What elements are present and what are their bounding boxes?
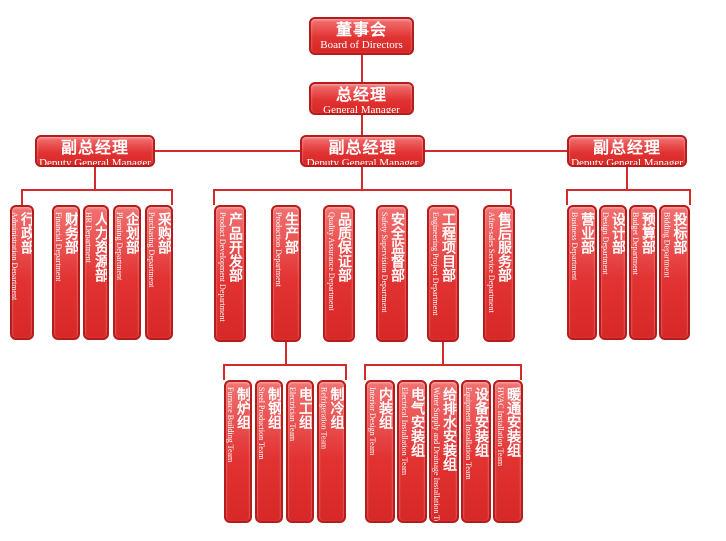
board-subtitle: Board of Directors: [320, 39, 403, 51]
dept-name-en: Budget Department: [631, 212, 640, 275]
team-name-en: Electrical Installation Team: [400, 387, 409, 476]
dept-quality-assurance: 品质保证部 Quality Assurance Department: [323, 205, 355, 342]
deputy-subtitle: Deputy General Manager: [571, 157, 683, 167]
team-name-en: Steel Production Team: [257, 387, 266, 460]
dept-name: 售后服务部: [496, 212, 512, 282]
dept-name: 行政部: [19, 212, 34, 254]
team-water-drainage-installation: 给排水安装组 Water Supply and Drainage Install…: [429, 380, 459, 523]
team-name: 制钢组: [266, 387, 282, 429]
dept-name-en: Administration Department: [10, 212, 19, 301]
dept-name: 采购部: [156, 212, 172, 254]
dept-administration: 行政部 Administration Department: [10, 205, 34, 340]
dept-product-development: 产品开发部 Product Development Department: [214, 205, 246, 342]
team-refrigeration: 制冷组 Refrigeration Team: [317, 380, 346, 523]
dept-name-en: Design Department: [601, 212, 610, 275]
team-electrician: 电工组 Electrician Team: [286, 380, 314, 523]
team-name: 内装组: [377, 387, 393, 429]
dept-name-en: Financial Department: [54, 212, 63, 282]
connector: [566, 189, 691, 205]
deputy-subtitle: Deputy General Manager: [306, 157, 419, 167]
team-hvac-installation: 暖通安装组 HVAC Installation Team: [493, 380, 523, 523]
dept-name: 人力资源部: [93, 212, 109, 282]
dept-design: 设计部 Design Department: [599, 205, 627, 340]
team-name: 电气安装组: [409, 387, 425, 457]
dept-planning: 企划部 Planning Department: [113, 205, 141, 340]
team-name-en: Refrigeration Team: [319, 387, 329, 450]
team-name: 制炉组: [235, 387, 251, 429]
dept-name-en: Bidding Department: [662, 212, 672, 278]
dept-name: 设计部: [610, 212, 626, 254]
team-interior-design: 内装组 Interior Design Team: [365, 380, 395, 523]
dept-name: 投标部: [671, 212, 688, 254]
team-name: 电工组: [297, 387, 313, 429]
gm-subtitle: General Manager: [323, 104, 400, 115]
deputy-gm-center-box: 副总经理 Deputy General Manager: [300, 135, 425, 167]
dept-name-en: Product Development Department: [218, 212, 227, 322]
team-name-en: Water Supply and Drainage Installation T…: [432, 387, 441, 523]
dept-hr: 人力资源部 HR Department: [83, 205, 109, 340]
board-of-directors-box: 董事会 Board of Directors: [309, 17, 414, 55]
team-name: 给排水安装组: [441, 387, 457, 471]
dept-engineering-project: 工程项目部 Engineering Project Department: [427, 205, 459, 342]
deputy-title: 副总经理: [592, 138, 661, 157]
dept-name-en: Planning Department: [115, 212, 124, 281]
deputy-title: 副总经理: [60, 138, 129, 157]
team-furnace-building: 制炉组 Furnace Building Team: [224, 380, 252, 523]
team-name-en: Interior Design Team: [368, 387, 377, 456]
deputy-gm-right-box: 副总经理 Deputy General Manager: [567, 135, 687, 167]
team-equipment-installation: 设备安装组 Equipment Installation Team: [461, 380, 491, 523]
connector: [223, 364, 347, 380]
dept-name-en: Engineering Project Department: [431, 212, 440, 316]
team-name-en: Equipment Installation Team: [464, 387, 473, 480]
connector: [21, 189, 173, 205]
dept-budget: 预算部 Budget Department: [629, 205, 657, 340]
connector: [213, 189, 512, 205]
dept-name-en: Production Department: [274, 212, 283, 287]
dept-name: 产品开发部: [227, 212, 243, 282]
deputy-gm-left-box: 副总经理 Deputy General Manager: [35, 135, 155, 167]
deputy-title: 副总经理: [328, 138, 397, 157]
gm-title: 总经理: [335, 85, 387, 104]
team-name: 设备安装组: [473, 387, 489, 457]
dept-name-en: Safety Supervision Department: [380, 212, 389, 313]
dept-name: 预算部: [640, 212, 656, 254]
dept-name-en: HR Department: [84, 212, 93, 263]
team-steel-production: 制钢组 Steel Production Team: [255, 380, 283, 523]
dept-production: 生产部 Production Department: [271, 205, 301, 342]
dept-name: 品质保证部: [336, 212, 352, 282]
dept-name: 营业部: [579, 212, 595, 254]
dept-name-en: After-sales Service Department: [487, 212, 496, 313]
dept-name: 生产部: [283, 212, 299, 254]
connector: [364, 364, 522, 380]
dept-bidding: 投标部 Bidding Department: [659, 205, 690, 340]
dept-name: 安全监督部: [389, 212, 405, 282]
dept-name: 财务部: [63, 212, 79, 254]
dept-name: 企划部: [124, 212, 140, 254]
deputy-subtitle: Deputy General Manager: [39, 157, 151, 167]
dept-purchasing: 采购部 Purchasing Department: [145, 205, 173, 340]
dept-financial: 财务部 Financial Department: [52, 205, 80, 340]
dept-business: 营业部 Business Department: [567, 205, 597, 340]
general-manager-box: 总经理 General Manager: [309, 82, 414, 115]
dept-after-sales-service: 售后服务部 After-sales Service Department: [483, 205, 515, 342]
board-title: 董事会: [335, 20, 387, 39]
team-name: 制冷组: [328, 387, 345, 429]
dept-name-en: Quality Assurance Department: [327, 212, 336, 311]
dept-safety-supervision: 安全监督部 Safety Supervision Department: [376, 205, 408, 342]
team-name: 暖通安装组: [505, 387, 521, 457]
dept-name-en: Purchasing Department: [147, 212, 156, 288]
team-name-en: Furnace Building Team: [226, 387, 235, 463]
team-name-en: Electrician Team: [288, 387, 297, 442]
team-electrical-installation: 电气安装组 Electrical Installation Team: [397, 380, 427, 523]
dept-name: 工程项目部: [440, 212, 456, 282]
dept-name-en: Business Department: [570, 212, 579, 281]
team-name-en: HVAC Installation Team: [496, 387, 505, 467]
